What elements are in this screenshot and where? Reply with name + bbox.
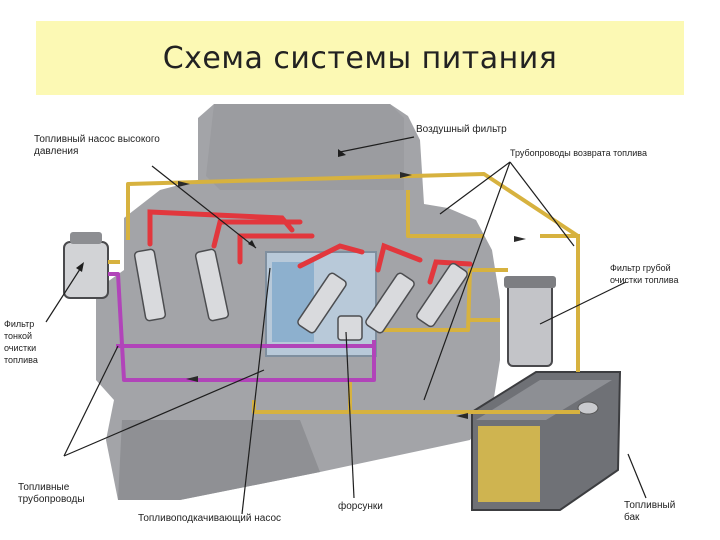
label-fine-filter: Фильтр тонкой очистки топлива (4, 319, 38, 365)
fine-filter (63, 232, 109, 299)
label-coarse-filter: Фильтр грубой очистки топлива (610, 263, 679, 285)
fine-filter-lines (108, 272, 376, 382)
title-banner: Схема системы питания (36, 21, 684, 95)
label-return-lines: Трубопроводы возврата топлива (510, 148, 647, 158)
leader-arrowheads (76, 149, 346, 272)
label-fuel-lines: Топливные трубопроводы (18, 482, 85, 505)
leader-lines (45, 136, 647, 515)
injectors (133, 248, 468, 341)
label-injectors: форсунки (338, 501, 383, 512)
label-booster-pump: Топливоподкачивающий насос (138, 513, 282, 524)
flow-arrows (178, 172, 526, 419)
coarse-filter (504, 276, 556, 367)
page-title: Схема системы питания (162, 40, 558, 76)
label-air-filter: Воздушный фильтр (416, 124, 507, 135)
label-tank: Топливный бак (624, 500, 676, 523)
label-hp-pump: Топливный насос высокого давления (34, 134, 160, 157)
